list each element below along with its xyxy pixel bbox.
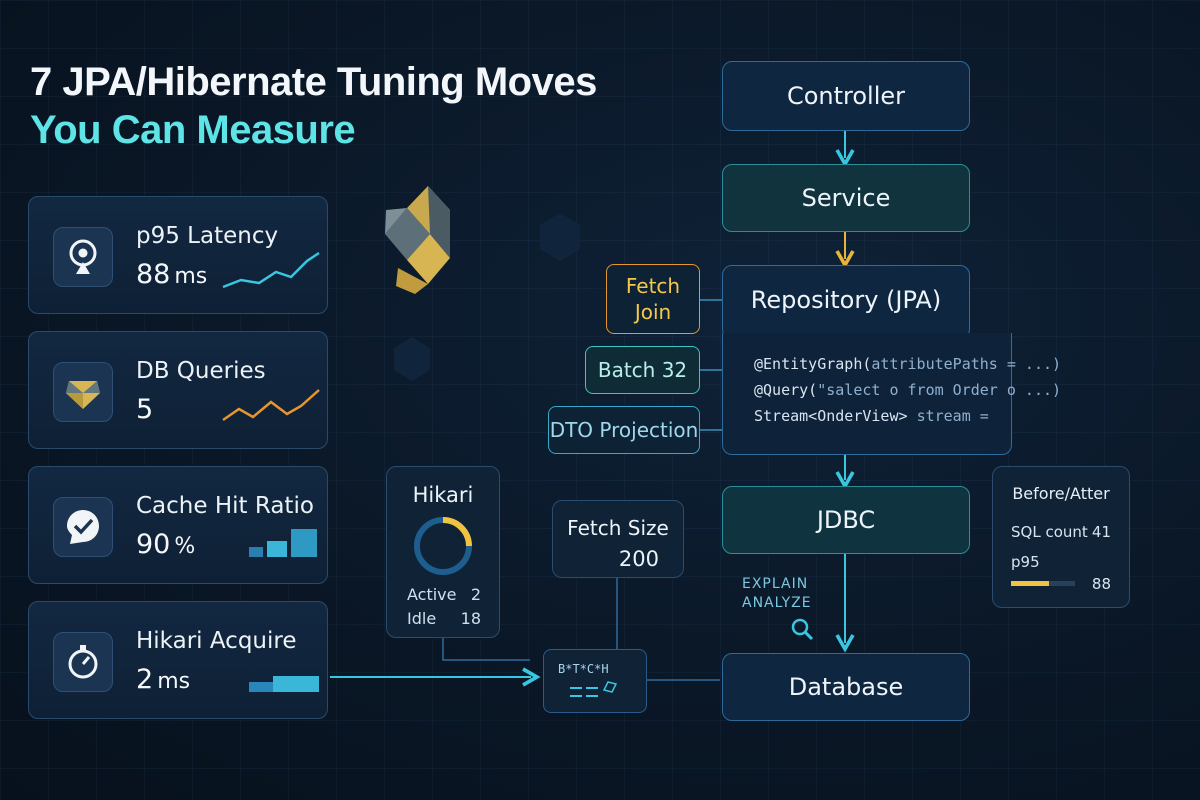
metric-label: p95 Latency [136,223,279,249]
fetch-size-value: 200 [618,547,659,571]
code-line: @EntityGraph(attributePaths = ...) [754,355,1062,373]
batch-lines-icon [570,681,618,697]
hibernate-gem-icon [53,362,113,422]
metric-value: 90% [136,529,196,560]
p95-bar-fill [1011,581,1050,586]
check-badge-icon [53,497,113,557]
magnifier-icon [791,618,814,641]
page-title: 7 JPA/Hibernate Tuning Moves You Can Mea… [30,58,597,154]
acquire-bars [249,676,319,692]
jdbc-batch-box[interactable]: B*T*C*H [543,649,647,713]
metric-label: Cache Hit Ratio [136,493,314,519]
repository-code-block: @EntityGraph(attributePaths = ...) @Quer… [722,333,1062,455]
repository-node[interactable]: Repository (JPA) [722,265,970,339]
fetch-join-chip[interactable]: Fetch Join [606,264,700,334]
title-line-1: 7 JPA/Hibernate Tuning Moves [30,60,597,104]
cache-bars [249,529,317,557]
metric-card-cache-hit-ratio[interactable]: Cache Hit Ratio 90% [28,466,328,584]
p95-value: 88 [1091,575,1111,593]
batch-chip[interactable]: Batch 32 [585,346,700,394]
code-line: @Query("salect o from Order o ...) [754,381,1062,399]
metric-card-db-queries[interactable]: DB Queries 5 [28,331,328,449]
jdbc-node[interactable]: JDBC [722,486,970,554]
controller-node[interactable]: Controller [722,61,970,131]
batch-label: B*T*C*H [558,662,609,676]
explain-analyze-label: EXPLAIN ANALYZE [742,575,814,641]
metric-label: DB Queries [136,358,266,384]
fetch-size-title: Fetch Size [567,516,669,540]
code-line: Stream<OnderView> stream = [754,407,989,425]
p95-row: p95 [1011,553,1040,571]
dto-projection-chip[interactable]: DTO Projection [548,406,700,454]
database-node[interactable]: Database [722,653,970,721]
pool-ring-gauge [414,517,472,575]
p95-bar-track [1011,581,1075,586]
latency-sparkline [222,251,320,289]
title-line-2: You Can Measure [30,108,356,152]
queries-sparkline [222,389,320,422]
before-after-title: Before/Atter [1012,484,1110,503]
metric-value: 5 [136,394,154,425]
stopwatch-icon [53,632,113,692]
service-node[interactable]: Service [722,164,970,232]
pin-gauge-icon [53,227,113,287]
hikari-title: Hikari [412,483,474,507]
fetch-size-panel[interactable]: Fetch Size 200 [552,500,684,578]
metric-label: Hikari Acquire [136,628,297,654]
